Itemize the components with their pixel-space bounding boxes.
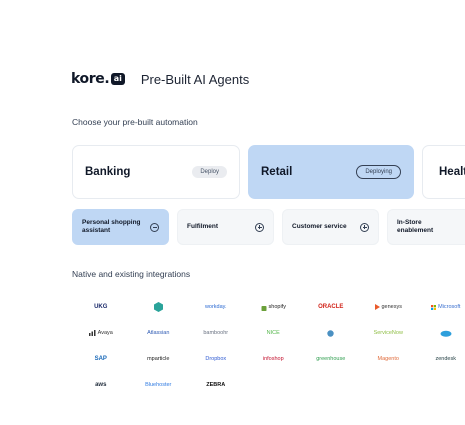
app-header: kore . ai Pre-Built AI Agents bbox=[71, 70, 249, 88]
logo-wordmark: kore bbox=[71, 71, 105, 87]
integration-logo-name: mparticle bbox=[147, 356, 170, 362]
integration-logo-name: genesys bbox=[381, 304, 403, 310]
integration-logo: Avaya bbox=[72, 320, 130, 346]
integration-logo: Bluehoster bbox=[130, 372, 188, 398]
integration-logo: genesys bbox=[360, 294, 418, 320]
page-title: Pre-Built AI Agents bbox=[140, 71, 250, 87]
agent-chip-in-store[interactable]: In-Store enablement bbox=[387, 209, 465, 245]
integration-logo-name: Bluehoster bbox=[145, 382, 172, 388]
integration-logo: SAP bbox=[72, 346, 130, 372]
integration-logo: UKG bbox=[72, 294, 130, 320]
integration-logo: Atlassian bbox=[130, 320, 188, 346]
integration-logo: bamboohr bbox=[187, 320, 245, 346]
integration-logo: infoshop bbox=[245, 346, 303, 372]
integration-logo-name: NICE bbox=[266, 330, 280, 336]
integration-logo-name: UKG bbox=[94, 304, 108, 310]
integration-logo: Microsoft bbox=[417, 294, 465, 320]
agent-chip-label: Fulfilment bbox=[187, 222, 219, 230]
integration-logo-name: Atlassian bbox=[147, 330, 170, 336]
teal-cube-icon bbox=[153, 302, 163, 312]
integration-logo-name: bamboohr bbox=[203, 330, 229, 336]
integration-logo-name: infoshop bbox=[262, 356, 284, 362]
integration-logo-name: ORACLE bbox=[318, 304, 344, 310]
industry-card-retail[interactable]: Retail Deploying bbox=[248, 145, 414, 199]
integration-logo: NICE bbox=[245, 320, 303, 346]
integration-logo: ORACLE bbox=[302, 294, 360, 320]
integration-logo-name: aws bbox=[95, 382, 107, 388]
integration-logo-name: workday. bbox=[204, 304, 227, 310]
integration-logo bbox=[130, 294, 188, 320]
integration-logo bbox=[302, 320, 360, 346]
industry-card-healthcare[interactable]: Healt bbox=[422, 145, 465, 199]
integration-logo: Dropbox bbox=[187, 346, 245, 372]
automation-heading: Choose your pre-built automation bbox=[72, 117, 198, 127]
agent-chip-customer-service[interactable]: Customer service bbox=[282, 209, 379, 245]
shopify-bag-icon bbox=[261, 304, 267, 311]
logo-dot: . bbox=[104, 71, 110, 87]
remove-circle-icon[interactable] bbox=[150, 222, 159, 232]
integration-logo-name: Dropbox bbox=[205, 356, 227, 362]
salesforce-cloud-icon bbox=[440, 330, 452, 337]
integration-logo: mparticle bbox=[130, 346, 188, 372]
integration-logo: aws bbox=[72, 372, 130, 398]
integration-logo: shopify bbox=[245, 294, 303, 320]
agent-chip-personal-shopping[interactable]: Personal shopping assistant bbox=[72, 209, 169, 245]
integration-logo: Magento bbox=[360, 346, 418, 372]
integration-logo-name: Avaya bbox=[97, 330, 113, 336]
agent-chip-fulfilment[interactable]: Fulfilment bbox=[177, 209, 274, 245]
integration-logo-name: Microsoft bbox=[438, 304, 461, 310]
integration-logo-name: zendesk bbox=[435, 356, 457, 362]
add-circle-icon[interactable] bbox=[255, 222, 264, 232]
agent-chip-label: Personal shopping assistant bbox=[82, 218, 141, 235]
integrations-logo-grid: UKG workday. shopify ORACLE genesys Microsoft… bbox=[72, 294, 465, 398]
integration-logo: greenhouse bbox=[302, 346, 360, 372]
genesys-icon bbox=[374, 304, 380, 310]
integration-logo: ServiceNow bbox=[360, 320, 418, 346]
integrations-heading: Native and existing integrations bbox=[72, 269, 191, 279]
deploy-button[interactable]: Deploy bbox=[192, 166, 227, 178]
integration-logo-name: greenhouse bbox=[316, 356, 346, 362]
integration-logo: ZEBRA bbox=[187, 372, 245, 398]
add-circle-icon[interactable] bbox=[360, 222, 369, 232]
integration-logo bbox=[417, 320, 465, 346]
bars-icon bbox=[88, 330, 96, 336]
integration-logo: workday. bbox=[187, 294, 245, 320]
agent-chip-label: Customer service bbox=[292, 222, 347, 230]
agent-chip-label: In-Store enablement bbox=[397, 218, 434, 235]
integration-logo: zendesk bbox=[417, 346, 465, 372]
integration-logo-name: shopify bbox=[268, 304, 286, 310]
integration-logo-name: SAP bbox=[94, 356, 107, 362]
integration-logo-name: ServiceNow bbox=[373, 330, 403, 336]
industry-card-label: Banking bbox=[85, 166, 131, 178]
integration-logo-name: Magento bbox=[377, 356, 399, 362]
deploying-status-button[interactable]: Deploying bbox=[356, 165, 401, 179]
industry-card-label: Retail bbox=[261, 166, 293, 178]
ms-logo-icon bbox=[431, 304, 437, 310]
globe-icon bbox=[327, 329, 334, 337]
logo-ai-badge: ai bbox=[110, 73, 125, 85]
industry-card-banking[interactable]: Banking Deploy bbox=[72, 145, 240, 199]
kore-ai-logo: kore . ai bbox=[71, 71, 125, 87]
industry-card-label: Healt bbox=[439, 166, 465, 178]
integration-logo-name: ZEBRA bbox=[206, 382, 226, 388]
